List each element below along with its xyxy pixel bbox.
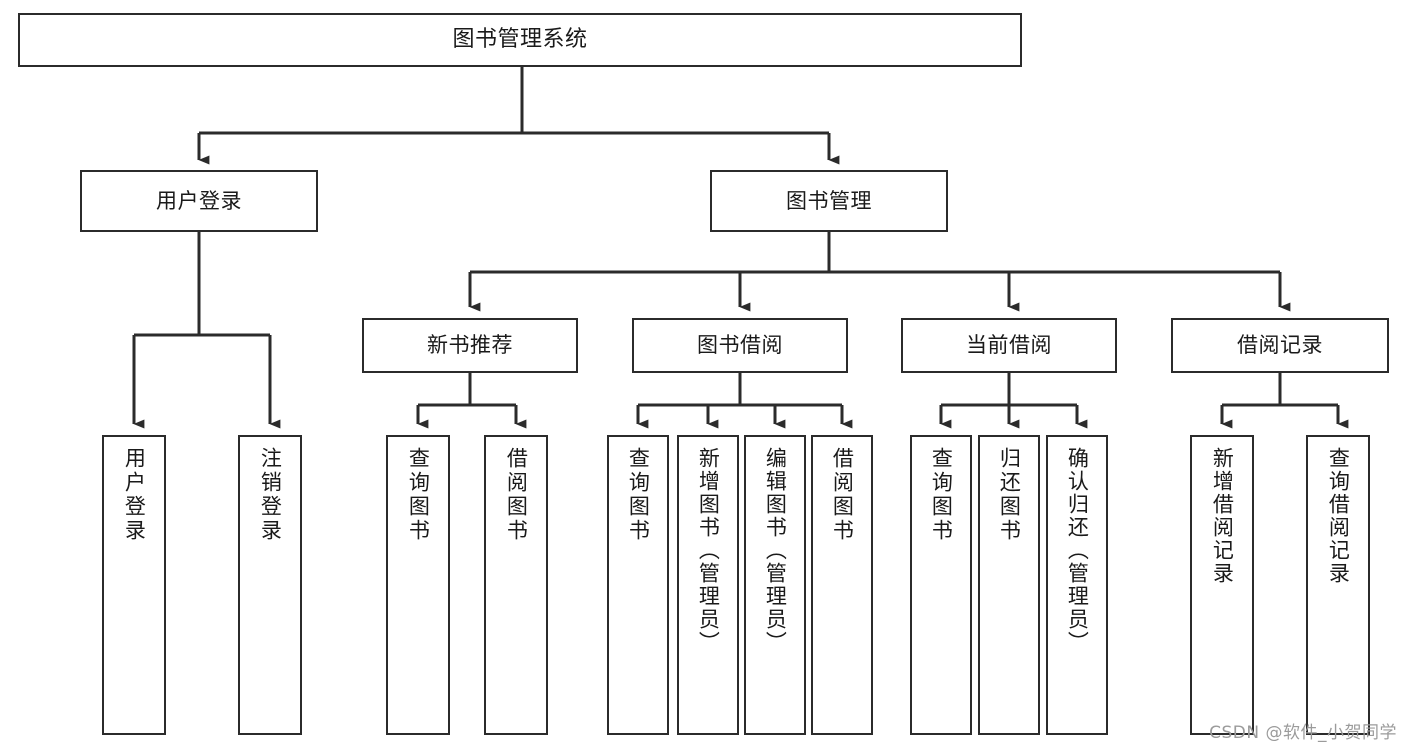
node-label: 用户登录 bbox=[156, 188, 242, 213]
leaf-query-borrow-record[interactable]: 查询借阅记录 bbox=[1306, 435, 1370, 735]
node-label: 用户登录 bbox=[122, 447, 147, 543]
leaf-borrow-book-recommend[interactable]: 借阅图书 bbox=[484, 435, 548, 735]
leaf-logout[interactable]: 注销登录 bbox=[238, 435, 302, 735]
node-label: 图书借阅 bbox=[697, 333, 783, 358]
node-label: 查询图书 bbox=[626, 447, 651, 543]
node-label: 归还图书 bbox=[997, 447, 1022, 543]
node-label: 编辑图书（管理员） bbox=[763, 447, 788, 654]
leaf-borrow-book[interactable]: 借阅图书 bbox=[811, 435, 873, 735]
leaf-add-borrow-record[interactable]: 新增借阅记录 bbox=[1190, 435, 1254, 735]
node-label: 图书管理 bbox=[786, 188, 872, 213]
node-label: 当前借阅 bbox=[966, 333, 1052, 358]
node-label: 新增借阅记录 bbox=[1210, 447, 1235, 585]
node-book-borrow[interactable]: 图书借阅 bbox=[632, 318, 848, 373]
node-label: 确认归还（管理员） bbox=[1065, 447, 1090, 654]
node-borrow-record[interactable]: 借阅记录 bbox=[1171, 318, 1389, 373]
leaf-edit-book-admin[interactable]: 编辑图书（管理员） bbox=[744, 435, 806, 735]
csdn-watermark: CSDN @软件_小贺同学 bbox=[1209, 723, 1397, 743]
leaf-query-book-borrow[interactable]: 查询图书 bbox=[607, 435, 669, 735]
leaf-query-book-current[interactable]: 查询图书 bbox=[910, 435, 972, 735]
node-label: 查询借阅记录 bbox=[1326, 447, 1351, 585]
leaf-add-book-admin[interactable]: 新增图书（管理员） bbox=[677, 435, 739, 735]
node-root-system[interactable]: 图书管理系统 bbox=[18, 13, 1022, 67]
node-label: 借阅图书 bbox=[830, 447, 855, 543]
node-current-borrow[interactable]: 当前借阅 bbox=[901, 318, 1117, 373]
leaf-confirm-return-admin[interactable]: 确认归还（管理员） bbox=[1046, 435, 1108, 735]
node-label: 新增图书（管理员） bbox=[696, 447, 721, 654]
node-label: 借阅图书 bbox=[504, 447, 529, 543]
node-label: 注销登录 bbox=[258, 447, 283, 543]
node-label: 查询图书 bbox=[406, 447, 431, 543]
node-user-login[interactable]: 用户登录 bbox=[80, 170, 318, 232]
node-book-management[interactable]: 图书管理 bbox=[710, 170, 948, 232]
node-label: 图书管理系统 bbox=[452, 27, 588, 53]
node-label: 借阅记录 bbox=[1237, 333, 1323, 358]
leaf-user-login[interactable]: 用户登录 bbox=[102, 435, 166, 735]
node-label: 查询图书 bbox=[929, 447, 954, 543]
leaf-return-book[interactable]: 归还图书 bbox=[978, 435, 1040, 735]
node-new-book-recommend[interactable]: 新书推荐 bbox=[362, 318, 578, 373]
node-label: 新书推荐 bbox=[427, 333, 513, 358]
leaf-query-book-recommend[interactable]: 查询图书 bbox=[386, 435, 450, 735]
